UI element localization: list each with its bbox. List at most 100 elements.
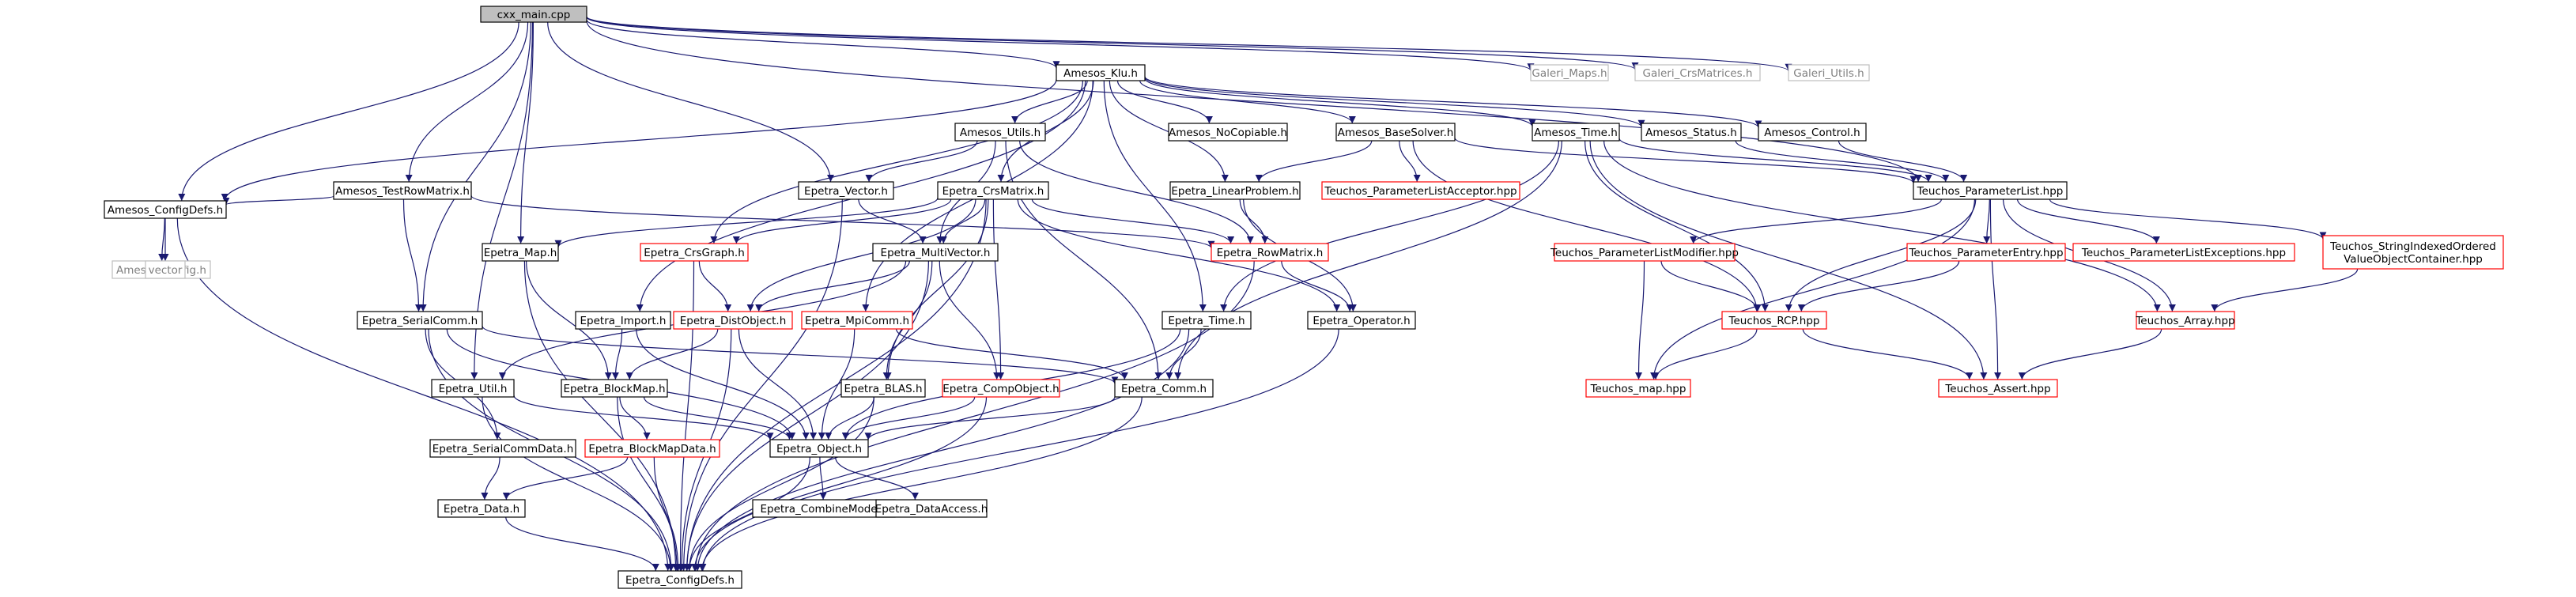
node-label: Teuchos_map.hpp: [1590, 383, 1686, 395]
node-eserial[interactable]: Epetra_SerialComm.h: [357, 311, 483, 330]
dependency-edge: [482, 396, 674, 572]
node-tmap[interactable]: Teuchos_map.hpp: [1585, 379, 1691, 398]
edge-abase-to-trcp: [1412, 140, 1761, 312]
node-box: [798, 181, 894, 200]
edge-eblockmap-to-econfig: [617, 396, 681, 572]
node-autils[interactable]: Amesos_Utils.h: [954, 123, 1046, 142]
node-tplacc[interactable]: Teuchos_ParameterListAcceptor.hpp: [1321, 181, 1520, 200]
node-acontrol[interactable]: Amesos_Control.h: [1758, 123, 1867, 142]
dependency-edge: [1735, 140, 1950, 183]
node-ecomm[interactable]: Epetra_Comm.h: [1114, 379, 1214, 398]
dependency-edge: [1983, 198, 1991, 244]
dependency-edge: [732, 198, 952, 244]
node-box: [437, 499, 526, 518]
node-ecombine[interactable]: Epetra_CombineMode.h: [752, 499, 896, 518]
node-edataacc[interactable]: Epetra_DataAccess.h: [875, 499, 988, 518]
node-astatus[interactable]: Amesos_Status.h: [1641, 123, 1742, 142]
node-box: [942, 379, 1060, 398]
edge-evector-to-emultivec: [858, 198, 927, 244]
node-eutil[interactable]: Epetra_Util.h: [431, 379, 515, 398]
edge-trcp-to-tassert: [1802, 328, 1974, 380]
dependency-edge: [1989, 198, 2002, 380]
node-eblockmap[interactable]: Epetra_BlockMap.h: [561, 379, 668, 398]
node-eserialdata[interactable]: Epetra_SerialCommData.h: [429, 439, 576, 458]
node-ecrsmat[interactable]: Epetra_CrsMatrix.h: [937, 181, 1049, 200]
dependency-edge: [1618, 138, 1932, 183]
node-tpentry[interactable]: Teuchos_ParameterEntry.hpp: [1906, 243, 2066, 262]
node-box: [1211, 243, 1329, 262]
node-erowmat[interactable]: Epetra_RowMatrix.h: [1211, 243, 1329, 262]
node-box: [333, 181, 472, 200]
node-box: [1168, 123, 1288, 142]
dependency-edge: [1220, 140, 1559, 312]
node-anocopy[interactable]: Amesos_NoCopiable.h: [1168, 123, 1288, 142]
edge-abase-to-tplist: [1454, 137, 1917, 184]
dependency-edge: [710, 80, 1083, 244]
edge-klu-to-abase: [1139, 80, 1356, 124]
node-label: vector: [149, 264, 183, 277]
node-evector[interactable]: Epetra_Vector.h: [798, 181, 894, 200]
node-eoperator[interactable]: Epetra_Operator.h: [1307, 311, 1416, 330]
edge-atime-to-ecomm: [1174, 140, 1562, 380]
node-label: Teuchos_Array.hpp: [2135, 315, 2234, 327]
node-tplexc[interactable]: Teuchos_ParameterListExceptions.hpp: [2072, 243, 2295, 262]
node-tplist[interactable]: Teuchos_ParameterList.hpp: [1913, 181, 2068, 200]
node-atime[interactable]: Amesos_Time.h: [1532, 123, 1620, 142]
node-eblockmapdata[interactable]: Epetra_BlockMapData.h: [584, 439, 720, 458]
edge-etime-to-ecomm: [1165, 328, 1202, 380]
node-emultivec[interactable]: Epetra_MultiVector.h: [872, 243, 999, 262]
node-tarray[interactable]: Teuchos_Array.hpp: [2135, 311, 2235, 330]
edge-atime-to-tassert: [1589, 140, 1988, 380]
edge-klu-to-acontrol: [1144, 76, 1762, 128]
node-label: Amesos_BaseSolver.h: [1338, 127, 1454, 139]
node-atestrow[interactable]: Amesos_TestRowMatrix.h: [333, 181, 472, 200]
node-gmaps[interactable]: Galeri_Maps.h: [1530, 64, 1609, 81]
edge-ecrsmat-to-eoperator: [1017, 198, 1341, 312]
edge-edistobj-to-eobject: [738, 328, 818, 440]
edge-ecrsmat-to-econfig: [683, 198, 987, 572]
node-box: [1758, 123, 1867, 142]
dependency-edge: [405, 21, 529, 183]
node-eblas[interactable]: Epetra_BLAS.h: [840, 379, 926, 398]
node-abase[interactable]: Amesos_BaseSolver.h: [1335, 123, 1456, 142]
edge-eobject-to-econfig: [686, 456, 810, 572]
dependency-edge: [1652, 328, 1758, 380]
node-tplmod[interactable]: Teuchos_ParameterListModifier.hpp: [1550, 243, 1739, 262]
node-ecompobj[interactable]: Epetra_CompObject.h: [942, 379, 1060, 398]
dependency-edge: [1660, 260, 1762, 312]
node-box: [584, 439, 720, 458]
node-label: Epetra_ConfigDefs.h: [625, 574, 735, 587]
node-tassert[interactable]: Teuchos_Assert.hpp: [1938, 379, 2058, 398]
node-emap[interactable]: Epetra_Map.h: [482, 243, 559, 262]
edge-root-to-klu: [586, 19, 1060, 69]
node-box: [1056, 64, 1146, 81]
dependency-edge: [1454, 137, 1917, 184]
node-empicomm[interactable]: Epetra_MpiComm.h: [801, 311, 913, 330]
edge-tplist-to-tplexc: [2017, 198, 2160, 244]
dependency-edge: [611, 328, 623, 380]
node-vector[interactable]: vector: [145, 260, 186, 279]
node-eimport[interactable]: Epetra_Import.h: [575, 311, 671, 330]
node-gcrs[interactable]: Galeri_CrsMatrices.h: [1634, 64, 1761, 81]
dependency-edge: [1144, 77, 1645, 127]
node-econfig[interactable]: Epetra_ConfigDefs.h: [618, 570, 742, 589]
edge-tplmod-to-trcp: [1660, 260, 1762, 312]
node-gutils[interactable]: Galeri_Utils.h: [1788, 64, 1870, 81]
node-label: Epetra_CombineMode.h: [761, 503, 888, 516]
node-edistobj[interactable]: Epetra_DistObject.h: [673, 311, 793, 330]
node-edata[interactable]: Epetra_Data.h: [437, 499, 526, 518]
dependency-edge: [2049, 198, 2327, 240]
dependency-edge: [864, 396, 1116, 440]
node-root[interactable]: cxx_main.cpp: [480, 6, 587, 23]
node-aconfig[interactable]: Amesos_ConfigDefs.h: [104, 200, 227, 219]
node-eobject[interactable]: Epetra_Object.h: [769, 439, 869, 458]
node-elinprob[interactable]: Epetra_LinearProblem.h: [1169, 181, 1301, 200]
node-ecrsgraph[interactable]: Epetra_CrsGraph.h: [640, 243, 749, 262]
node-tsivo[interactable]: Teuchos_StringIndexedOrderedValueObjectC…: [2322, 235, 2504, 270]
edge-root-to-tplist: [586, 21, 1922, 183]
node-klu[interactable]: Amesos_Klu.h: [1056, 64, 1146, 81]
node-trcp[interactable]: Teuchos_RCP.hpp: [1721, 311, 1827, 330]
node-etime[interactable]: Epetra_Time.h: [1161, 311, 1252, 330]
dependency-edge: [1399, 140, 1421, 183]
